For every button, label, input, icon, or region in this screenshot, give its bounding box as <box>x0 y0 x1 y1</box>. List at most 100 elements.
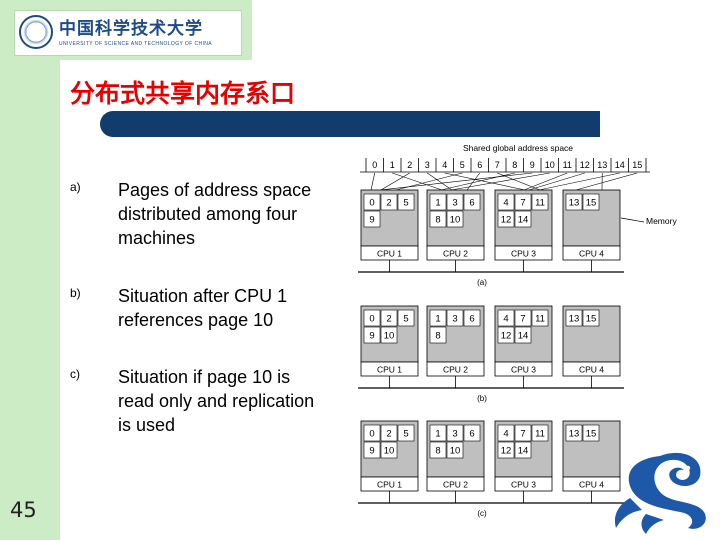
page-cell <box>514 326 532 344</box>
panel-caption: (c) <box>477 509 487 518</box>
panel-caption: (a) <box>477 278 487 287</box>
page-cell-label: 5 <box>403 429 408 440</box>
page-cell <box>514 424 532 442</box>
cpu-label: CPU 2 <box>443 480 468 490</box>
cpu-label: CPU 2 <box>443 365 468 375</box>
title-underline-bar <box>100 111 600 137</box>
page-cell-label: 15 <box>586 314 597 325</box>
page-cell-label: 11 <box>535 314 545 325</box>
memory-pointer <box>620 217 645 223</box>
page-cell-label: 10 <box>450 215 461 226</box>
page-cell-label: 12 <box>501 446 512 457</box>
page-cell-label: 1 <box>435 198 440 209</box>
page-cell-label: 0 <box>369 429 374 440</box>
page-cell <box>531 193 549 211</box>
cpu-label: CPU 2 <box>443 249 468 259</box>
logo-chinese-name: 中国科学技术大学 <box>59 19 203 39</box>
page-number-label: 6 <box>477 160 482 170</box>
page-cell <box>463 193 481 211</box>
page-cell-label: 7 <box>520 314 525 325</box>
page-mapping-arrow <box>370 172 376 191</box>
page-mapping-arrow <box>444 172 526 191</box>
page-mapping-arrow <box>440 172 515 191</box>
page-cell <box>446 309 464 327</box>
page-cell <box>514 210 532 228</box>
logo-panel: 中国科学技术大学 UNIVERSITY OF SCIENCE AND TECHN… <box>14 10 242 56</box>
page-cell <box>446 441 464 459</box>
page-cell <box>397 193 415 211</box>
page-number-label: 7 <box>495 160 500 170</box>
page-cell-label: 14 <box>518 215 529 226</box>
page-cell-label: 2 <box>386 198 391 209</box>
page-number-label: 15 <box>632 160 642 170</box>
cpu-label: CPU 4 <box>579 480 604 490</box>
page-cell-label: 7 <box>520 198 525 209</box>
page-cell-label: 15 <box>586 429 597 440</box>
page-cell-label: 3 <box>452 429 457 440</box>
page-cell-label: 6 <box>469 429 474 440</box>
page-number-label: 5 <box>460 160 465 170</box>
page-cell-label: 4 <box>503 314 508 325</box>
page-cell <box>363 326 381 344</box>
page-number-label: 3 <box>425 160 430 170</box>
page-cell-label: 4 <box>503 429 508 440</box>
page-cell-label: 12 <box>501 215 512 226</box>
address-space-heading: Shared global address space <box>463 143 573 153</box>
university-logo: 中国科学技术大学 UNIVERSITY OF SCIENCE AND TECHN… <box>0 0 252 60</box>
page-cell <box>363 193 381 211</box>
page-number-label: 11 <box>563 160 572 170</box>
page-mapping-arrow <box>523 172 568 191</box>
page-number-label: 4 <box>442 160 447 170</box>
page-cell-label: 10 <box>384 446 395 457</box>
page-cell <box>582 424 600 442</box>
page-cell-label: 7 <box>520 429 525 440</box>
page-cell <box>463 309 481 327</box>
page-cell-label: 8 <box>435 215 440 226</box>
left-sidebar <box>0 0 60 540</box>
page-cell-label: 3 <box>452 198 457 209</box>
page-number-label: 9 <box>530 160 535 170</box>
page-cell <box>514 193 532 211</box>
page-cell-label: 1 <box>435 314 440 325</box>
logo-english-name: UNIVERSITY OF SCIENCE AND TECHNOLOGY OF … <box>59 41 213 47</box>
page-number-label: 8 <box>512 160 517 170</box>
cpu-label: CPU 3 <box>511 249 536 259</box>
page-cell <box>429 424 447 442</box>
page-cell <box>380 441 398 459</box>
bullet-text: Situation if page 10 is read only and re… <box>118 367 315 435</box>
page-number-label: 10 <box>545 160 555 170</box>
page-cell <box>531 309 549 327</box>
page-cell <box>497 424 515 442</box>
cpu-label: CPU 4 <box>579 365 604 375</box>
page-cell-label: 13 <box>569 429 580 440</box>
page-cell-label: 2 <box>386 314 391 325</box>
page-number-label: 0 <box>372 160 377 170</box>
cpu-label: CPU 3 <box>511 365 536 375</box>
university-seal-icon <box>19 15 53 49</box>
page-cell-label: 13 <box>569 198 580 209</box>
page-cell <box>446 424 464 442</box>
page-cell <box>363 424 381 442</box>
page-mapping-arrow <box>427 172 453 191</box>
page-cell-label: 11 <box>535 198 545 209</box>
page-cell <box>497 193 515 211</box>
dragon-logo-icon <box>614 452 706 534</box>
page-cell <box>363 210 381 228</box>
bullet-label: c) <box>70 367 80 381</box>
page-number-label: 2 <box>407 160 412 170</box>
page-cell <box>531 424 549 442</box>
page-cell-label: 2 <box>386 429 391 440</box>
memory-label: Memory <box>646 216 677 226</box>
page-cell-label: 14 <box>518 331 529 342</box>
page-cell <box>463 424 481 442</box>
page-cell <box>497 210 515 228</box>
page-cell-label: 9 <box>369 446 374 457</box>
cpu-label: CPU 3 <box>511 480 536 490</box>
page-number-label: 13 <box>597 160 607 170</box>
cpu-label: CPU 4 <box>579 249 604 259</box>
page-cell-label: 8 <box>435 331 440 342</box>
page-cell <box>582 309 600 327</box>
page-cell <box>429 193 447 211</box>
page-mapping-arrow <box>528 172 585 191</box>
page-cell <box>363 309 381 327</box>
